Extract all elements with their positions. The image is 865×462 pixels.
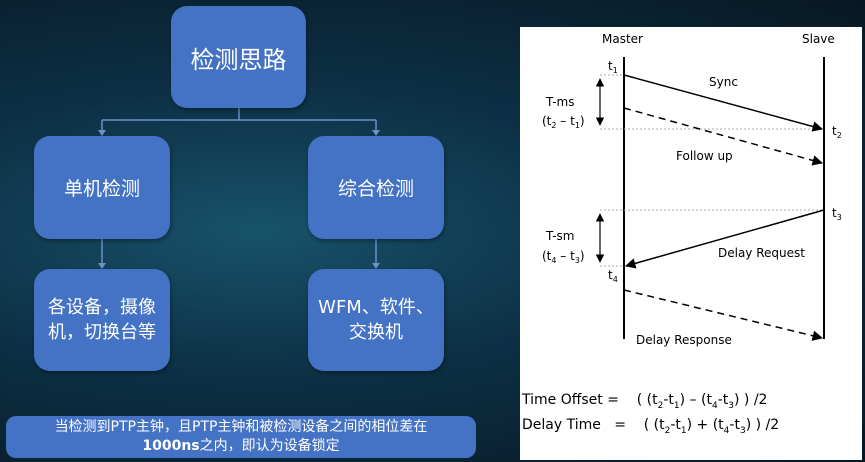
delay-time-label: Delay Time [522,417,601,433]
time-offset-formula: Time Offset = ( (t2-t1) – (t4-t3) ) /2 [522,392,768,411]
integrated-detection-node: 综合检测 [308,136,444,239]
t3-time: t3 [832,206,842,222]
follow-up-label: Follow up [676,149,733,163]
t-ms-label: T-ms [545,95,575,109]
t4-time: t4 [608,268,618,284]
t-sm-expression: (t4 – t3) [542,249,585,265]
wfm-software-switch-label: WFM、软件、交换机 [318,297,434,343]
sync-label: Sync [709,75,738,89]
standalone-detection-node: 单机检测 [34,136,170,239]
devices-label: 各设备，摄像机，切换台等 [48,297,156,343]
lock-condition-note: 当检测到PTP主钟，且PTP主钟和被检测设备之间的相位差在 1000ns之内，即… [6,416,476,458]
root-node: 检测思路 [171,6,306,108]
sync-arrow [623,74,824,132]
follow-up-arrow [623,107,824,166]
delay-response-arrow [623,289,824,341]
time-offset-label: Time Offset [522,392,603,408]
wfm-software-switch-node: WFM、软件、交换机 [308,269,444,371]
ptp-sequence-panel: Master Slave Sync Follow up Delay Reques… [520,27,862,460]
devices-node: 各设备，摄像机，切换台等 [34,269,170,371]
standalone-detection-label: 单机检测 [63,178,140,200]
delay-request-label: Delay Request [718,246,805,260]
root-label: 检测思路 [190,45,287,74]
note-line-2-rest: 之内，即认为设备锁定 [199,438,340,454]
note-threshold: 1000ns [142,438,200,454]
master-label: Master [602,32,643,46]
t1-time: t1 [608,59,618,75]
t-ms-expression: (t2 – t1) [542,114,585,130]
ptp-sequence-diagram: Master Slave Sync Follow up Delay Reques… [542,32,842,347]
delay-time-formula: Delay Time = ( (t2-t1) + (t4-t3) ) /2 [522,417,780,436]
note-line-2: 1000ns之内，即认为设备锁定 [6,437,476,456]
integrated-detection-label: 综合检测 [337,178,414,200]
slave-label: Slave [802,32,835,46]
note-line-1: 当检测到PTP主钟，且PTP主钟和被检测设备之间的相位差在 [54,419,428,435]
t2-time: t2 [832,124,842,140]
t-sm-label: T-sm [545,229,575,243]
delay-response-label: Delay Response [636,333,732,347]
delay-request-arrow [624,209,825,269]
